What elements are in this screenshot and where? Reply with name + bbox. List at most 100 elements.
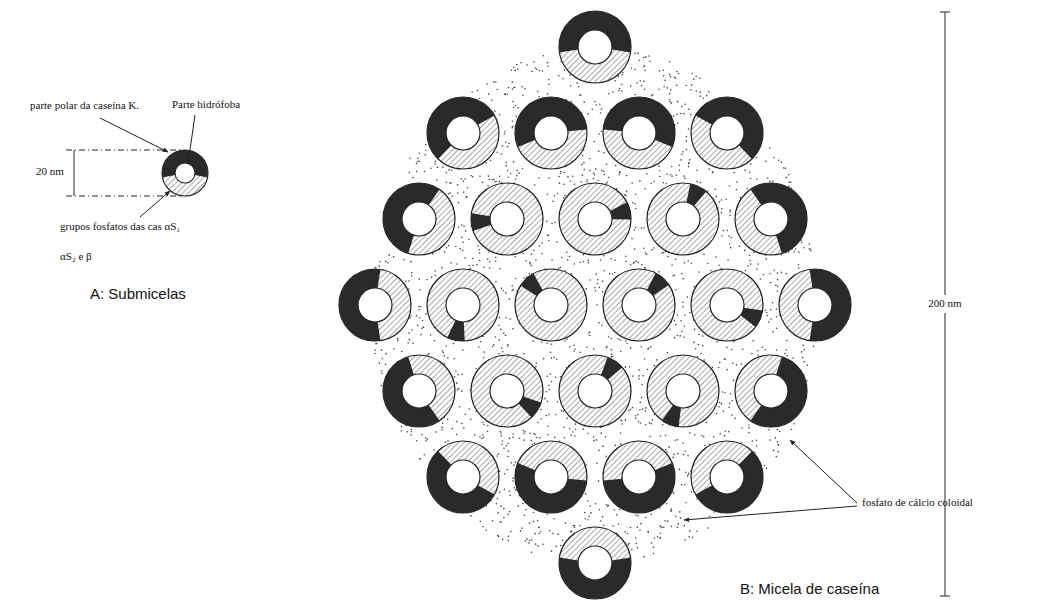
stipple-dot [580,94,582,96]
stipple-dot [586,346,588,348]
stipple-dot [583,101,585,103]
stipple-dot [525,540,527,542]
stipple-dot [477,90,479,92]
stipple-dot [669,74,671,76]
stipple-dot [702,97,704,99]
stipple-dot [525,509,527,511]
stipple-dot [564,437,566,439]
stipple-dot [708,91,710,93]
stipple-dot [693,78,695,80]
stipple-dot [724,430,726,432]
stipple-dot [678,169,680,171]
stipple-dot [619,509,621,511]
stipple-dot [662,182,664,184]
stipple-dot [458,226,460,228]
stipple-dot [569,428,571,430]
stipple-dot [573,344,575,346]
stipple-dot [778,444,780,446]
stipple-dot [547,234,549,236]
stipple-dot [732,362,734,364]
stipple-dot [410,315,412,317]
stipple-dot [418,306,420,308]
stipple-dot [692,536,694,538]
stipple-dot [694,286,696,288]
stipple-dot [675,289,677,291]
stipple-dot [448,245,450,247]
stipple-dot [677,439,679,441]
stipple-dot [625,256,627,258]
stipple-dot [687,473,689,475]
stipple-dot [777,451,779,453]
stipple-dot [677,314,679,316]
stipple-dot [470,175,472,177]
stipple-dot [633,262,635,264]
stipple-dot [776,429,778,431]
stipple-dot [731,349,733,351]
stipple-dot [653,553,655,555]
stipple-dot [593,436,595,438]
stipple-dot [582,175,584,177]
stipple-dot [461,224,463,226]
stipple-dot [558,176,560,178]
stipple-dot [433,449,435,451]
stipple-dot [511,127,513,129]
stipple-dot [379,362,381,364]
stipple-dot [504,131,506,133]
stipple-dot [515,256,517,258]
stipple-dot [444,441,446,443]
stipple-dot [514,487,516,489]
stipple-dot [772,302,774,304]
stipple-dot [423,326,425,328]
stipple-dot [776,308,778,310]
stipple-dot [666,173,668,175]
stipple-dot [643,247,645,249]
stipple-dot [675,259,677,261]
stipple-dot [556,241,558,243]
stipple-dot [491,100,493,102]
stipple-dot [635,514,637,516]
stipple-dot [682,306,684,308]
stipple-dot [695,348,697,350]
stipple-dot [609,273,611,275]
stipple-dot [408,332,410,334]
stipple-dot [750,263,752,265]
stipple-dot [560,376,562,378]
stipple-dot [744,169,746,171]
stipple-dot [524,431,526,433]
stipple-dot [546,376,548,378]
stipple-dot [407,342,409,344]
stipple-dot [726,347,728,349]
stipple-dot [515,179,517,181]
stipple-dot [417,158,419,160]
stipple-dot [757,354,759,356]
stipple-dot [557,533,559,535]
stipple-dot [408,280,410,282]
stipple-dot [478,249,480,251]
stipple-dot [663,86,665,88]
stipple-dot [451,195,453,197]
stipple-dot [716,341,718,343]
stipple-dot [540,418,542,420]
stipple-dot [515,105,517,107]
stipple-dot [465,230,467,232]
stipple-dot [499,521,501,523]
stipple-dot [451,169,453,171]
stipple-dot [550,351,552,353]
stipple-dot [554,222,556,224]
stipple-dot [643,556,645,558]
stipple-dot [455,370,457,372]
stipple-dot [538,177,540,179]
stipple-dot [446,181,448,183]
stipple-dot [483,266,485,268]
stipple-dot [752,440,754,442]
stipple-dot [437,167,439,169]
stipple-dot [534,442,536,444]
stipple-dot [512,437,514,439]
stipple-dot [508,536,510,538]
stipple-dot [381,385,383,387]
stipple-dot [776,316,778,318]
stipple-dot [498,339,500,341]
stipple-dot [748,432,750,434]
stipple-dot [625,340,627,342]
stipple-dot [548,389,550,391]
